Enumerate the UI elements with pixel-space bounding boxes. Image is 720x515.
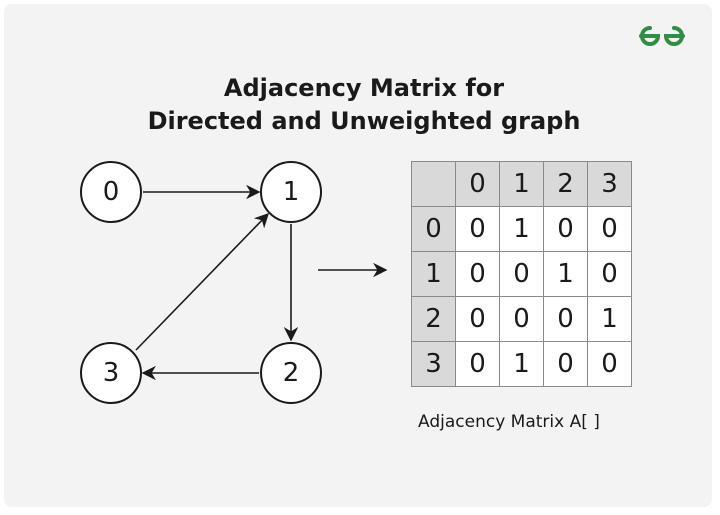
matrix-cell: 1 xyxy=(587,296,632,342)
matrix-col-header: 3 xyxy=(587,161,632,207)
title-line-1: Adjacency Matrix for xyxy=(223,74,505,102)
graph-node-0: 0 xyxy=(80,161,142,223)
matrix-row: 3 0 1 0 0 xyxy=(411,341,632,387)
matrix-cell: 0 xyxy=(543,206,588,252)
matrix-caption: Adjacency Matrix A[ ] xyxy=(418,412,600,432)
matrix-cell: 0 xyxy=(455,341,500,387)
matrix-col-header: 1 xyxy=(499,161,544,207)
matrix-cell: 0 xyxy=(543,341,588,387)
matrix-cell: 0 xyxy=(587,206,632,252)
geeksforgeeks-logo-icon xyxy=(639,26,685,46)
matrix-row-header: 2 xyxy=(411,296,456,342)
matrix-col-header: 0 xyxy=(455,161,500,207)
graph-node-3: 3 xyxy=(80,342,142,404)
matrix-cell: 1 xyxy=(543,251,588,297)
matrix-cell: 1 xyxy=(499,206,544,252)
matrix-cell: 1 xyxy=(499,341,544,387)
matrix-cell: 0 xyxy=(455,206,500,252)
node-label: 3 xyxy=(103,358,120,388)
matrix-cell: 0 xyxy=(587,341,632,387)
matrix-row-header: 3 xyxy=(411,341,456,387)
title-line-2: Directed and Unweighted graph xyxy=(147,107,581,135)
matrix-row-header: 0 xyxy=(411,206,456,252)
edge-3-to-1 xyxy=(135,212,270,351)
adjacency-matrix: 0 1 2 3 0 0 1 0 0 1 0 0 1 0 2 0 0 0 1 3 … xyxy=(411,161,632,387)
matrix-row: 1 0 0 1 0 xyxy=(411,251,632,297)
graph-node-1: 1 xyxy=(260,161,322,223)
matrix-cell: 0 xyxy=(587,251,632,297)
matrix-row: 0 0 1 0 0 xyxy=(411,206,632,252)
matrix-cell: 0 xyxy=(499,251,544,297)
graph-node-2: 2 xyxy=(260,342,322,404)
matrix-cell: 0 xyxy=(455,296,500,342)
diagram-title: Adjacency Matrix for Directed and Unweig… xyxy=(0,72,720,138)
matrix-cell: 0 xyxy=(455,251,500,297)
matrix-corner-cell xyxy=(411,161,456,207)
matrix-row-header: 1 xyxy=(411,251,456,297)
matrix-col-header: 2 xyxy=(543,161,588,207)
node-label: 0 xyxy=(103,177,120,207)
matrix-cell: 0 xyxy=(543,296,588,342)
node-label: 1 xyxy=(283,177,300,207)
matrix-row: 2 0 0 0 1 xyxy=(411,296,632,342)
node-label: 2 xyxy=(283,358,300,388)
matrix-cell: 0 xyxy=(499,296,544,342)
matrix-header-row: 0 1 2 3 xyxy=(411,161,632,207)
